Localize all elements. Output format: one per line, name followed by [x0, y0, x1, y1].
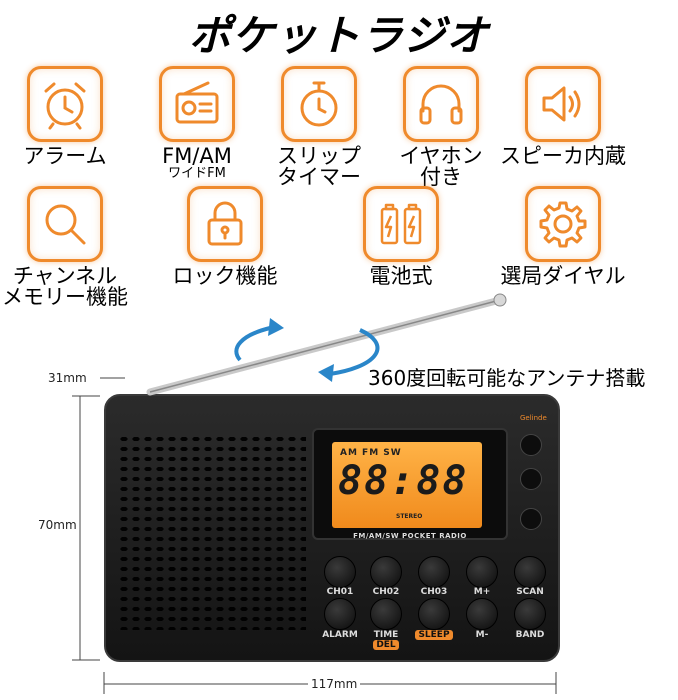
- key-label-sleep: SLEEP: [409, 630, 459, 640]
- model-text: FM/AM/SW POCKET RADIO: [353, 532, 467, 540]
- key-label: CH02: [372, 587, 400, 597]
- lcd-bands: AM FM SW: [340, 448, 402, 458]
- page-title: ポケットラジオ: [188, 11, 490, 60]
- sleep-tag: SLEEP: [415, 630, 453, 640]
- antenna-caption: 360度回転可能なアンテナ搭載: [368, 366, 646, 390]
- key-sublabel-del: DEL: [361, 640, 411, 650]
- width-dimension: 117mm: [308, 677, 361, 691]
- feature-battery: 電池式: [336, 186, 466, 287]
- headphones-icon: [403, 66, 479, 142]
- depth-dimension: 31mm: [48, 371, 87, 385]
- key-band[interactable]: [514, 598, 546, 630]
- gear-icon: [525, 186, 601, 262]
- tune-down-button[interactable]: [520, 508, 542, 530]
- power-button[interactable]: [520, 434, 542, 456]
- key-label: M+: [473, 587, 491, 597]
- feature-label-line2: メモリー機能: [2, 285, 128, 309]
- tune-up-button[interactable]: [520, 468, 542, 490]
- height-dimension: 70mm: [38, 518, 77, 532]
- key-ch01[interactable]: [324, 556, 356, 588]
- key-sleep[interactable]: [418, 598, 450, 630]
- key-label: M-: [475, 630, 489, 640]
- rotation-arrows-icon: [234, 318, 380, 382]
- feature-tuning-dial: 選局ダイヤル: [498, 186, 628, 287]
- key-time[interactable]: [370, 598, 402, 630]
- key-alarm[interactable]: [324, 598, 356, 630]
- brand-logo: Gelinde: [520, 414, 547, 422]
- feature-label: ロック機能: [172, 264, 278, 288]
- lcd-stereo: STEREO: [396, 513, 423, 520]
- feature-label: FM/AM: [162, 144, 232, 168]
- feature-alarm: アラーム: [0, 66, 130, 167]
- feature-speaker: スピーカ内蔵: [498, 66, 628, 167]
- key-label: CH03: [420, 587, 448, 597]
- battery-icon: [363, 186, 439, 262]
- radio-icon: [159, 66, 235, 142]
- key-label: BAND: [515, 630, 545, 640]
- feature-label-line2: 付き: [420, 165, 462, 189]
- feature-fm-am: FM/AM ワイドFM: [132, 66, 262, 181]
- key-ch03[interactable]: [418, 556, 450, 588]
- key-label: CH01: [326, 587, 354, 597]
- key-m-minus[interactable]: [466, 598, 498, 630]
- feature-label: スピーカ内蔵: [500, 144, 626, 168]
- feature-label: 電池式: [369, 264, 433, 288]
- feature-label: チャンネル: [12, 264, 118, 288]
- key-ch02[interactable]: [370, 556, 402, 588]
- speaker-grille: [118, 434, 306, 630]
- key-label: TIME: [373, 630, 399, 640]
- search-icon: [27, 186, 103, 262]
- feature-sleep-timer: スリップ タイマー: [254, 66, 384, 188]
- del-tag: DEL: [373, 640, 399, 650]
- feature-label: 選局ダイヤル: [500, 264, 626, 288]
- feature-sublabel: ワイドFM: [168, 166, 226, 181]
- timer-icon: [281, 66, 357, 142]
- key-m-plus[interactable]: [466, 556, 498, 588]
- key-label: ALARM: [322, 630, 358, 640]
- feature-channel-memory: チャンネル メモリー機能: [0, 186, 130, 308]
- alarm-clock-icon: [27, 66, 103, 142]
- feature-label: スリップ: [277, 144, 361, 168]
- feature-label: イヤホン: [399, 144, 483, 168]
- lcd-display: [332, 442, 482, 528]
- feature-label: アラーム: [23, 144, 107, 168]
- lock-icon: [187, 186, 263, 262]
- feature-earphone: イヤホン 付き: [376, 66, 506, 188]
- speaker-icon: [525, 66, 601, 142]
- feature-label-line2: タイマー: [277, 165, 361, 189]
- feature-lock: ロック機能: [160, 186, 290, 287]
- key-label: SCAN: [516, 587, 544, 597]
- lcd-digits: 88:88: [338, 458, 469, 504]
- key-scan[interactable]: [514, 556, 546, 588]
